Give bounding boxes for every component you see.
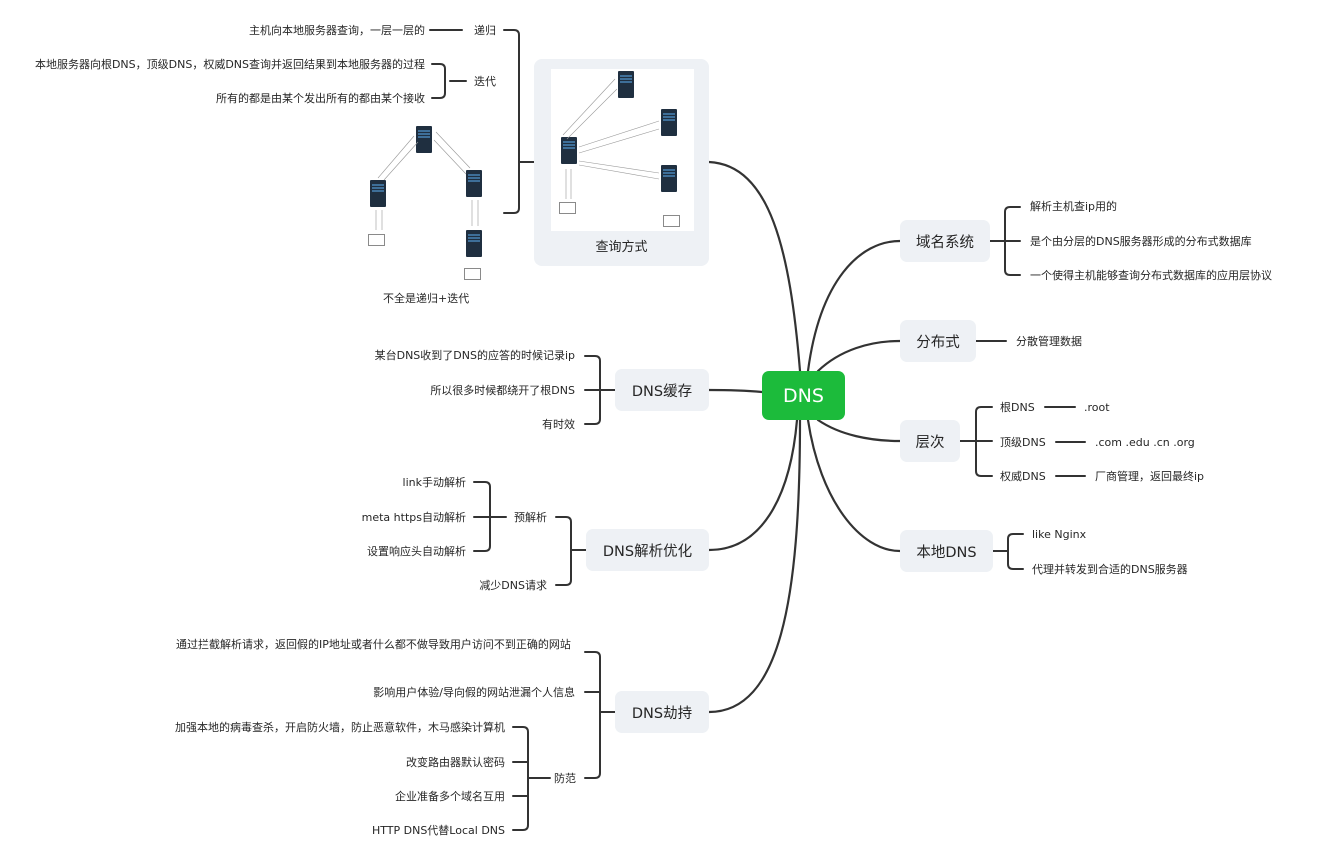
link-root-domain (806, 239, 902, 373)
leaf-prevention-4[interactable]: HTTP DNS代替Local DNS (371, 824, 505, 837)
bracket-iterative (431, 63, 467, 99)
topic-query-method-label: 查询方式 (595, 240, 648, 255)
subtopic-preresolve[interactable]: 预解析 (514, 511, 547, 524)
root-dns-server-icon (618, 71, 634, 98)
host-monitor-icon (663, 215, 680, 227)
local-dns-server-icon (370, 180, 386, 207)
leaf-prevention-2[interactable]: 改变路由器默认密码 (406, 756, 505, 769)
leaf-cache-1[interactable]: 某台DNS收到了DNS的应答的时候记录ip (374, 349, 575, 362)
topic-distributed[interactable]: 分布式 (900, 320, 976, 362)
topic-dns-optimize[interactable]: DNS解析优化 (586, 529, 709, 571)
auth-dns-server-icon (466, 230, 482, 257)
leaf-prevention-3[interactable]: 企业准备多个域名互用 (395, 790, 505, 803)
leaf-distributed-1[interactable]: 分散管理数据 (1016, 335, 1082, 348)
leaf-domain-1[interactable]: 解析主机查ip用的 (1030, 200, 1118, 213)
host-monitor-icon (559, 202, 576, 214)
bracket-hierarchy (959, 406, 993, 477)
link-root-cache (707, 388, 764, 394)
link-root-hijack (707, 418, 802, 714)
topic-domain-system[interactable]: 域名系统 (900, 220, 990, 262)
link-root-hierarchy (816, 418, 902, 443)
leaf-iterative-1[interactable]: 本地服务器向根DNS，顶级DNS，权威DNS查询并返回结果到本地服务器的过程 (34, 58, 425, 71)
bracket-domain (989, 206, 1021, 276)
topic-local-dns[interactable]: 本地DNS (900, 530, 993, 572)
leaf-hijack-2[interactable]: 影响用户体验/导向假的网站泄漏个人信息 (373, 686, 575, 699)
subtopic-mixed-label: 不全是递归+迭代 (383, 292, 470, 305)
root-node-dns[interactable]: DNS (762, 371, 845, 420)
link-root-optimize (707, 418, 799, 552)
topic-dns-hijack[interactable]: DNS劫持 (615, 691, 709, 733)
leaf-local-2[interactable]: 代理并转发到合适的DNS服务器 (1032, 563, 1188, 576)
leaf-preresolve-1[interactable]: link手动解析 (402, 476, 466, 489)
leaf-tld-dns-detail[interactable]: .com .edu .cn .org (1095, 436, 1195, 449)
topic-query-method[interactable]: 查询方式 (534, 59, 709, 266)
leaf-tld-dns[interactable]: 顶级DNS (1000, 436, 1046, 449)
link-root-distributed (816, 339, 902, 373)
link-root-local (806, 418, 902, 553)
link-root-query (707, 160, 802, 373)
bracket-prevention (512, 726, 551, 831)
leaf-iterative-2[interactable]: 所有的都是由某个发出所有的都由某个接收 (216, 92, 425, 105)
subtopic-recursive[interactable]: 递归 (474, 24, 496, 37)
host-monitor-icon (368, 234, 385, 246)
leaf-reduce-requests[interactable]: 减少DNS请求 (479, 579, 547, 592)
subtopic-prevention[interactable]: 防范 (554, 772, 576, 785)
leaf-root-dns-detail[interactable]: .root (1084, 401, 1110, 414)
host-monitor-icon (464, 268, 481, 280)
root-dns-server-icon (416, 126, 432, 153)
leaf-cache-2[interactable]: 所以很多时候都绕开了根DNS (430, 384, 575, 397)
bracket-preresolve (473, 481, 507, 552)
auth-dns-server-icon (661, 165, 677, 192)
tld-dns-server-icon (661, 109, 677, 136)
iterative-query-diagram-image (551, 69, 694, 231)
mixed-query-diagram-image[interactable] (358, 122, 498, 290)
topic-dns-cache[interactable]: DNS缓存 (615, 369, 709, 411)
leaf-local-1[interactable]: like Nginx (1032, 528, 1087, 541)
leaf-hijack-1[interactable]: 通过拦截解析请求，返回假的IP地址或者什么都不做导致用户访问不到正确的网站 (176, 638, 571, 651)
arrows-icon (375, 131, 479, 230)
leaf-domain-3[interactable]: 一个使得主机能够查询分布式数据库的应用层协议 (1030, 269, 1272, 282)
arrows-icon (562, 78, 660, 199)
leaf-domain-2[interactable]: 是个由分层的DNS服务器形成的分布式数据库 (1030, 235, 1252, 248)
bracket-optimize (555, 516, 587, 586)
bracket-cache (584, 355, 616, 425)
subtopic-iterative[interactable]: 迭代 (474, 75, 496, 88)
leaf-preresolve-2[interactable]: meta https自动解析 (361, 511, 466, 524)
leaf-cache-3[interactable]: 有时效 (542, 418, 575, 431)
local-dns-server-icon (561, 137, 577, 164)
bracket-hijack (584, 651, 616, 779)
bracket-local (992, 533, 1024, 570)
leaf-root-dns[interactable]: 根DNS (1000, 401, 1035, 414)
leaf-prevention-1[interactable]: 加强本地的病毒查杀，开启防火墙，防止恶意软件，木马感染计算机 (175, 721, 505, 734)
leaf-preresolve-3[interactable]: 设置响应头自动解析 (367, 545, 466, 558)
leaf-auth-dns-detail[interactable]: 厂商管理，返回最终ip (1095, 470, 1205, 483)
tld-dns-server-icon (466, 170, 482, 197)
leaf-recursive-1[interactable]: 主机向本地服务器查询，一层一层的 (249, 24, 425, 37)
leaf-auth-dns[interactable]: 权威DNS (1000, 470, 1046, 483)
topic-hierarchy[interactable]: 层次 (900, 420, 960, 462)
bracket-query (503, 29, 535, 214)
